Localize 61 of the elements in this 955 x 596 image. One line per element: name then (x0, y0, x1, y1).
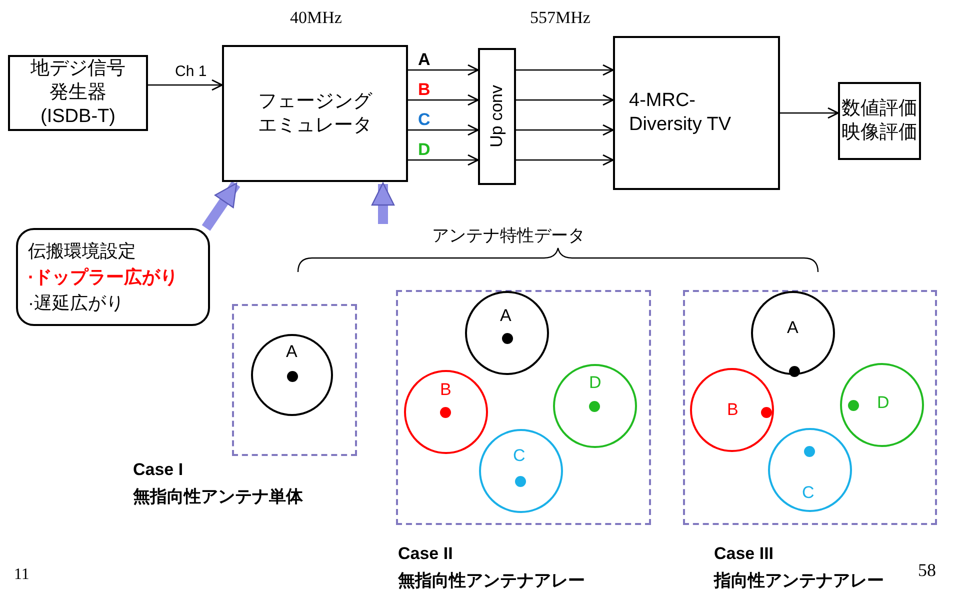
node-text: フェージングエミュレータ (257, 90, 374, 138)
antenna-letter: C (513, 446, 526, 466)
antenna-pattern-circle (465, 291, 549, 375)
arrow (148, 79, 223, 91)
block-arrow (371, 182, 395, 224)
block-arrow (202, 181, 240, 231)
case-caption: 無指向性アンテナアレー (398, 570, 585, 592)
antenna-pattern-circle (768, 428, 852, 512)
signal-generator-box (8, 55, 148, 131)
edge-label: D (418, 140, 430, 160)
antenna-pattern-circle (751, 291, 835, 375)
antenna-pattern-circle (840, 363, 924, 447)
emulator-box (222, 45, 408, 182)
node-text: 伝搬環境設定 (28, 240, 136, 263)
evaluation-box (838, 82, 921, 160)
frequency-label: 557MHz (530, 8, 590, 28)
frequency-label: 40MHz (290, 8, 342, 28)
case-caption: 指向性アンテナアレー (714, 570, 884, 592)
node-text: (ISDB-T) (40, 104, 116, 129)
arrow (408, 94, 479, 106)
case-caption: Case I (133, 459, 184, 481)
settings-box (16, 228, 210, 326)
case-caption: Case III (714, 543, 775, 565)
antenna-letter: B (440, 380, 452, 400)
arrow (408, 154, 479, 166)
arrow (408, 124, 479, 136)
arrow (516, 124, 614, 136)
antenna-pattern-circle (479, 429, 563, 513)
node-text: ·遅延広がり (28, 292, 124, 316)
antenna-pattern-circle (404, 370, 488, 454)
edge-label: B (418, 80, 430, 100)
arrow (516, 94, 614, 106)
antenna-pattern-circle (690, 368, 774, 452)
edge-label: Ch 1 (175, 63, 207, 80)
node-text: 4-MRC-Diversity TV (629, 89, 732, 137)
page-number: 58 (918, 560, 936, 581)
node-text: ·ドップラー広がり (28, 266, 178, 289)
arrow (408, 64, 479, 76)
antenna-letter: D (589, 373, 602, 393)
edge-label: C (418, 110, 430, 130)
antenna-pattern-circle (553, 364, 637, 448)
page-number: 11 (14, 566, 30, 584)
antenna-pattern-circle (251, 334, 333, 416)
antenna-data-text: アンテナ特性データ (376, 224, 616, 248)
node-text: 数値評価映像評価 (840, 97, 918, 145)
case-caption: Case II (398, 543, 454, 565)
antenna-letter: B (727, 400, 738, 420)
edge-label: A (418, 50, 430, 70)
arrow (780, 107, 839, 119)
antenna-letter: A (286, 342, 298, 362)
receiver-box (613, 36, 780, 190)
node-text: Up conv (486, 85, 508, 148)
antenna-letter: C (802, 483, 814, 503)
antenna-letter: D (877, 393, 890, 413)
node-text: 地デジ信号発生器 (30, 57, 126, 105)
arrow (516, 64, 614, 76)
arrow (516, 154, 614, 166)
converter-box (478, 48, 516, 185)
antenna-letter: A (787, 318, 798, 338)
antenna-letter: A (500, 306, 512, 326)
case-caption: 無指向性アンテナ単体 (133, 486, 303, 508)
